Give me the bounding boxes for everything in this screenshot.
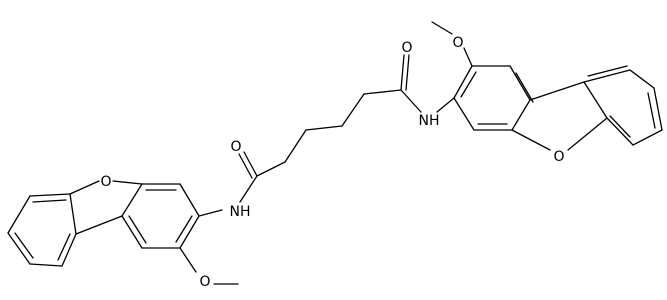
- atom-o-furan-left: O: [100, 174, 111, 190]
- methoxy-group-bottom: [179, 247, 239, 285]
- methoxy-group-top: [431, 21, 473, 67]
- alkyl-chain: [256, 89, 402, 177]
- amide-group-top: [400, 54, 455, 113]
- atom-o-methoxy-top: O: [452, 35, 463, 51]
- dibenzofuran-ring-left: [7, 180, 200, 267]
- atom-o-furan-right: O: [553, 149, 564, 165]
- atom-o-carbonyl-top: O: [401, 40, 412, 56]
- atom-o-methoxy-bottom: O: [199, 274, 210, 290]
- amide-group-bottom: [198, 151, 258, 217]
- atom-o-carbonyl-bottom: O: [230, 139, 241, 155]
- atom-nh-top: NH: [419, 113, 440, 129]
- dibenzofuran-ring-right: [453, 65, 663, 151]
- atom-nh-bottom: NH: [230, 204, 251, 220]
